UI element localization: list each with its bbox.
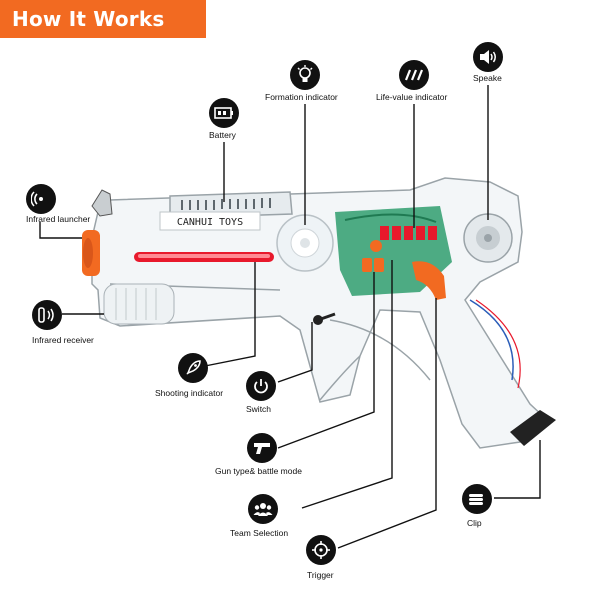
team-icon [248,494,278,524]
infrared-launcher-label: Infrared launcher [26,214,91,224]
speaker-icon [473,42,503,72]
clip-icon [462,484,492,514]
trigger-part [412,261,446,300]
gun-type-battle-mode-label: Gun type& battle mode [215,466,302,476]
team-button-1 [362,258,372,272]
battery-cover-grille [181,198,271,210]
formation-indicator-label: Formation indicator [265,92,338,102]
trigger-label: Trigger [307,570,334,580]
clip-label: Clip [467,518,482,528]
pistol-icon [247,433,277,463]
shooting-indicator-label: Shooting indicator [155,388,224,398]
light-bulb-icon [290,60,320,90]
crosshair-icon [306,535,336,565]
switch-label: Switch [246,404,272,414]
rear-sight [91,189,113,217]
signal-waves-icon [26,184,56,214]
clip-part [510,410,556,446]
power-icon [246,371,276,401]
team-selection-label: Team Selection [230,528,289,538]
leader-lines [39,85,541,549]
speake-label: Speake [473,73,502,83]
receiver-icon [32,300,62,330]
slashes-bars-icon [399,60,429,90]
brand-plate [159,211,261,231]
rocket-icon [178,353,208,383]
battery-label: Battery [209,130,236,140]
battery-icon [209,98,239,128]
brand-text: CANHUI TOYS [177,217,243,228]
how-it-works-banner: How It Works [0,0,206,38]
life-value-indicator-label: Life-value indicator [376,92,448,102]
receiver-tube [103,283,175,325]
life-value-leds [380,226,437,240]
infrared-receiver-label: Infrared receiver [32,335,94,345]
team-button-2 [374,258,384,272]
